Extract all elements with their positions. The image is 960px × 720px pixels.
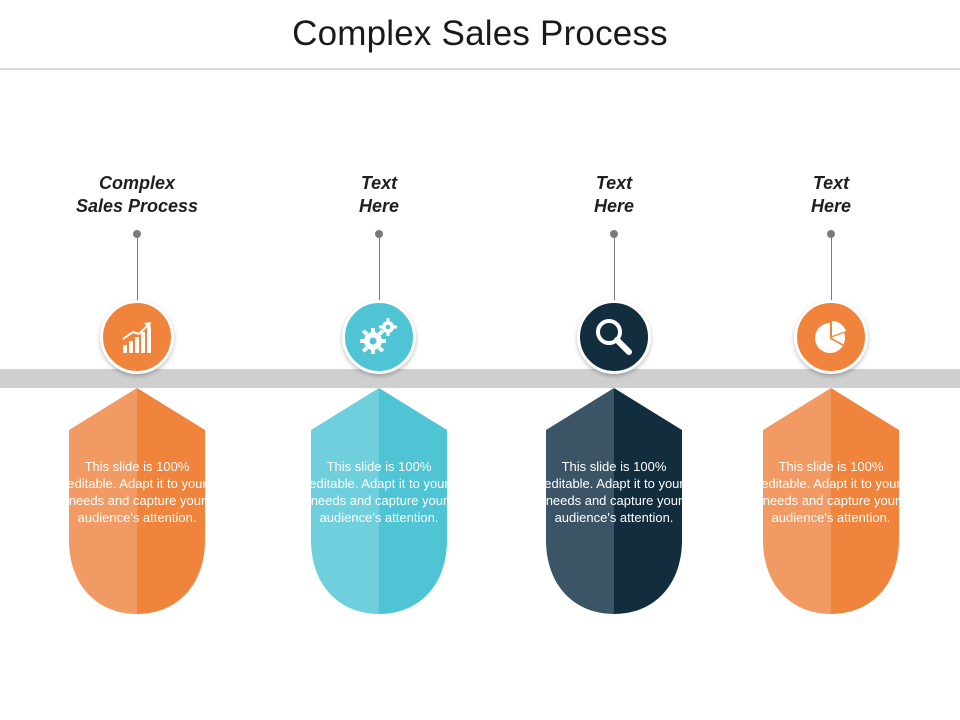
step-label-line2: Sales Process bbox=[75, 196, 199, 216]
step-label-line1: Text bbox=[595, 173, 633, 193]
connector-line bbox=[831, 236, 832, 306]
connector-line bbox=[614, 236, 615, 306]
connector-dot bbox=[827, 230, 835, 238]
pie-chart-icon bbox=[815, 321, 846, 353]
card-shape bbox=[763, 388, 899, 614]
magnifier-icon bbox=[596, 319, 632, 355]
step-label-line2: Here bbox=[358, 196, 400, 216]
connector-line bbox=[137, 236, 138, 306]
step-description-card: This slide is 100% editable. Adapt it to… bbox=[309, 385, 449, 617]
step-description-card: This slide is 100% editable. Adapt it to… bbox=[67, 385, 207, 617]
step-label: Complex Sales Process bbox=[47, 172, 227, 218]
step-description-card: This slide is 100% editable. Adapt it to… bbox=[544, 385, 684, 617]
step-icon-circle bbox=[342, 300, 416, 374]
connector-dot bbox=[610, 230, 618, 238]
step-label-line1: Complex bbox=[98, 173, 176, 193]
card-shape bbox=[311, 388, 447, 614]
step-description: This slide is 100% editable. Adapt it to… bbox=[309, 459, 449, 525]
step-icon-circle bbox=[794, 300, 868, 374]
step-label-line1: Text bbox=[360, 173, 398, 193]
step-icon-circle bbox=[577, 300, 651, 374]
bar-chart-growth-icon bbox=[122, 322, 151, 353]
step-description-card: This slide is 100% editable. Adapt it to… bbox=[761, 385, 901, 617]
connector-dot bbox=[133, 230, 141, 238]
step-description: This slide is 100% editable. Adapt it to… bbox=[544, 459, 684, 525]
step-label: Text Here bbox=[524, 172, 704, 218]
step-label-line2: Here bbox=[810, 196, 852, 216]
step-label-line2: Here bbox=[593, 196, 635, 216]
connector-line bbox=[379, 236, 380, 306]
connector-dot bbox=[375, 230, 383, 238]
slide-title: Complex Sales Process bbox=[292, 14, 668, 53]
timeline-bar bbox=[0, 369, 960, 388]
step-label-line1: Text bbox=[812, 173, 850, 193]
gears-icon bbox=[360, 318, 397, 354]
card-shape bbox=[546, 388, 682, 614]
card-shape bbox=[69, 388, 205, 614]
step-description: This slide is 100% editable. Adapt it to… bbox=[67, 459, 207, 525]
step-label: Text Here bbox=[289, 172, 469, 218]
step-icon-circle bbox=[100, 300, 174, 374]
step-label: Text Here bbox=[741, 172, 921, 218]
title-divider bbox=[0, 68, 960, 70]
step-description: This slide is 100% editable. Adapt it to… bbox=[761, 459, 901, 525]
